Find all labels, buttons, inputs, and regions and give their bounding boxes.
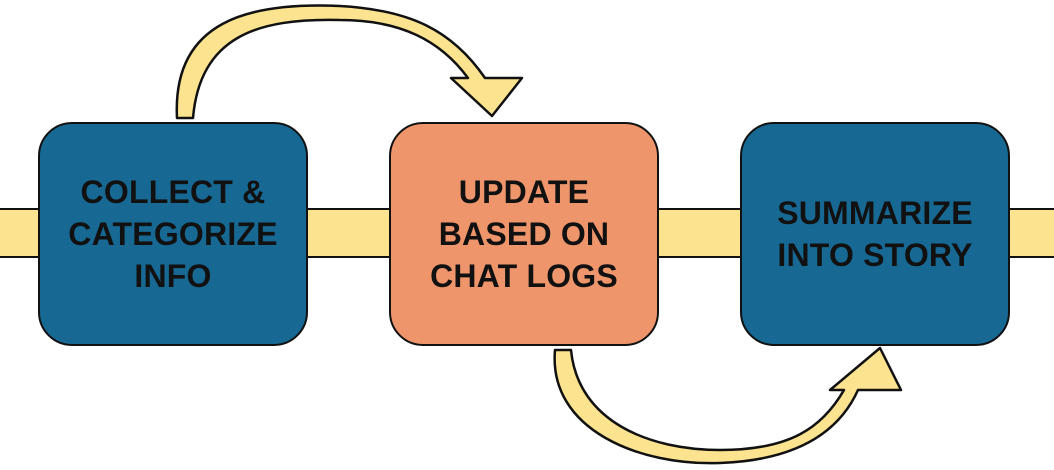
step-label: UPDATE BASED ON CHAT LOGS [430, 174, 618, 294]
step-summarize-story: SUMMARIZE INTO STORY [740, 122, 1010, 346]
step-update-chat-logs: UPDATE BASED ON CHAT LOGS [389, 122, 659, 346]
step-collect-categorize: COLLECT & CATEGORIZE INFO [38, 122, 308, 346]
curved-arrow-bottom [553, 346, 903, 465]
curved-arrow-top [175, 4, 524, 120]
step-label: SUMMARIZE INTO STORY [777, 195, 973, 273]
step-label: COLLECT & CATEGORIZE INFO [68, 174, 278, 294]
